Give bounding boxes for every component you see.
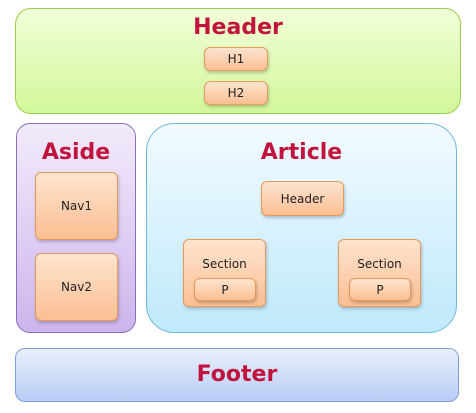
nav1-label: Nav1: [60, 199, 93, 213]
footer-title: Footer: [196, 362, 278, 387]
article-header-label: Header: [280, 191, 325, 206]
article-title: Article: [260, 140, 343, 165]
section-label-1: Section: [202, 257, 247, 271]
article-region: Article Header Section P Section P: [146, 123, 457, 333]
header-title: Header: [193, 15, 283, 40]
p-box-2: P: [349, 278, 411, 301]
footer-region: Footer: [15, 348, 459, 402]
section-label-2: Section: [357, 257, 402, 271]
h2-box: H2: [204, 81, 268, 105]
nav2-label: Nav2: [60, 280, 93, 294]
section-box-1: Section P: [183, 239, 266, 307]
aside-region: Aside Nav1 Nav2: [16, 123, 136, 333]
section-box-2: Section P: [338, 239, 421, 307]
p-box-1: P: [194, 278, 256, 301]
article-header-box: Header: [261, 181, 344, 216]
h1-box: H1: [204, 47, 268, 71]
aside-title: Aside: [41, 140, 111, 165]
h2-label: H2: [227, 86, 245, 100]
p-label-1: P: [221, 282, 229, 297]
header-region: Header H1 H2: [15, 8, 461, 114]
h1-label: H1: [227, 52, 245, 66]
nav1-box: Nav1: [35, 172, 118, 240]
p-label-2: P: [376, 282, 384, 297]
nav2-box: Nav2: [35, 253, 118, 321]
